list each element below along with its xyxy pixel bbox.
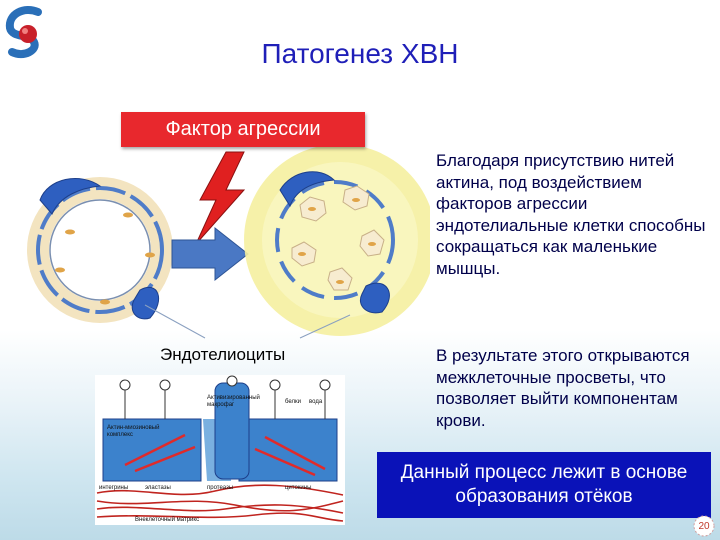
swollen-vessel (244, 144, 430, 336)
logo-icon (5, 6, 42, 59)
endothelium-label: Эндотелиоциты (160, 345, 286, 364)
vessel-diagram (27, 144, 430, 339)
conclusion-box: Данный процесс лежит в основе образовани… (377, 452, 711, 518)
page-badge-icon (693, 515, 715, 537)
page-title: Патогенез ХВН (261, 38, 459, 69)
paragraph-actin: Благодаря присутствию нитей актина, под … (436, 151, 706, 278)
svg-text:макрофаг: макрофаг (207, 402, 235, 408)
page-number: 20 (692, 514, 716, 538)
svg-text:Внеклеточный матрикс: Внеклеточный матрикс (135, 516, 199, 523)
mechanism-diagram: Актин-миозиновый комплекс Активизированн… (95, 375, 345, 525)
svg-text:Актин-миозиновый: Актин-миозиновый (107, 424, 159, 431)
lightning-icon (195, 151, 246, 245)
svg-text:белки: белки (285, 399, 301, 405)
arrow-right-icon (171, 226, 249, 282)
svg-text:вода: вода (309, 399, 323, 405)
svg-text:эластазы: эластазы (145, 485, 171, 491)
page-number-text: 20 (698, 520, 710, 532)
svg-text:протеазы: протеазы (207, 485, 233, 491)
svg-text:Активизированный: Активизированный (207, 394, 260, 401)
paragraph-result: В результате этого открываются межклеточ… (436, 346, 690, 430)
svg-text:комплекс: комплекс (107, 432, 133, 438)
svg-text:интегрины: интегрины (99, 485, 128, 491)
normal-vessel (27, 177, 173, 323)
svg-text:цитокины: цитокины (285, 485, 311, 491)
aggression-factor-label: Фактор агрессии (121, 112, 365, 147)
